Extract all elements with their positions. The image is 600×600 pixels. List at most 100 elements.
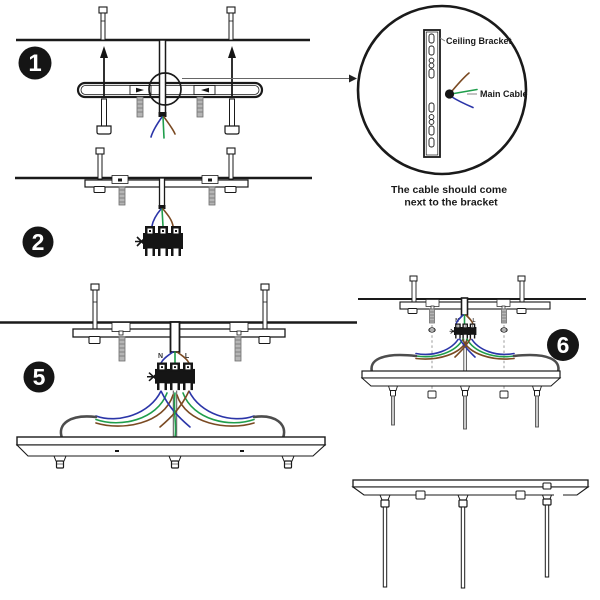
bracket-leader-line [439, 37, 446, 42]
threaded-stud [118, 336, 126, 362]
cord-grip [387, 385, 399, 397]
threaded-stud [196, 96, 204, 118]
terminal-block [449, 323, 477, 340]
keyhole-slot [111, 322, 131, 332]
cord-grip [459, 385, 471, 397]
wire-green [162, 116, 165, 139]
magnifier-circle [356, 4, 528, 176]
step-badge-6: 6 [547, 329, 579, 361]
wire-blue [455, 314, 464, 325]
pendant-cable [460, 506, 466, 589]
ceiling-anchor-screw [226, 6, 236, 41]
canopy-underside [351, 486, 590, 496]
step-5-diagram: N L [0, 283, 357, 469]
cord-grip [168, 455, 182, 469]
step-number: 6 [557, 332, 570, 358]
step-badge-5: 5 [23, 361, 55, 393]
canopy-bar [15, 436, 327, 469]
step-2-diagram [15, 147, 312, 258]
threaded-stud [501, 308, 507, 324]
step-1-diagram [16, 6, 310, 139]
anchor-nut [224, 185, 237, 194]
finished-canopy-figure [351, 479, 590, 589]
wire-blue [150, 116, 163, 138]
wire-brown [176, 351, 190, 364]
caption-line-1: The cable should come [391, 184, 507, 196]
main-cable [150, 39, 176, 139]
main-cable-detail [444, 72, 478, 109]
step-badge-2: 2 [22, 226, 54, 258]
cable-housing [460, 297, 469, 316]
keyhole-slot [229, 322, 249, 332]
threaded-stud [234, 336, 242, 362]
wire-brown [163, 116, 176, 135]
main-cable-label: Main Cable [480, 89, 528, 99]
cord-grip [541, 482, 553, 578]
lock-nut [500, 327, 508, 333]
cord-grip [379, 494, 391, 588]
neutral-label: N [158, 353, 163, 360]
step-badge-1: 1 [18, 46, 52, 80]
canopy-bar [360, 370, 562, 397]
threaded-stud [118, 186, 126, 206]
wire-bundle-sleeve [512, 353, 560, 374]
detail-callout: Ceiling Bracket Main Cable The cable sho… [182, 4, 528, 209]
anchor-nut [258, 335, 271, 345]
keyhole-slot [425, 299, 440, 307]
step-number: 2 [32, 229, 45, 255]
wire-fan [95, 390, 255, 438]
wire-brown [451, 72, 470, 92]
ceiling-anchor-screw [98, 6, 108, 41]
mounting-bracket-bar [76, 81, 264, 99]
anchor-nut [407, 308, 418, 314]
ceiling-anchor-screw [226, 147, 236, 180]
caption-line-2: next to the bracket [404, 197, 498, 209]
wire-blue [160, 351, 174, 364]
screw-cap [515, 490, 526, 500]
step-number: 5 [33, 364, 46, 390]
threaded-stud [136, 96, 144, 118]
pendant-cable [391, 395, 395, 426]
keyhole-slot [496, 299, 511, 307]
up-arrow [228, 46, 236, 97]
screw-cap [427, 390, 437, 399]
lock-nut [428, 327, 436, 333]
step-number: 1 [28, 50, 41, 77]
cable-housing [169, 321, 181, 353]
threaded-stud [208, 186, 216, 206]
live-label: L [185, 353, 190, 360]
anchor-nut [93, 185, 106, 194]
mounted-bracket-bar [84, 179, 249, 188]
wire-bundle-sleeve [370, 353, 418, 374]
wire-green [453, 88, 478, 95]
wire-green [161, 208, 164, 227]
wire-bundle-sleeve [59, 415, 98, 440]
mounted-bracket-bar [399, 301, 551, 310]
main-cable [151, 177, 174, 227]
screw-cap [415, 490, 426, 500]
pendant-cable [544, 504, 550, 578]
bar-break-gap [554, 491, 563, 497]
canopy-bar [352, 479, 589, 488]
cable-end [444, 89, 455, 99]
cord-grip [53, 455, 67, 469]
ceiling-bracket-label: Ceiling Bracket [446, 36, 512, 46]
ceiling-bracket-profile [423, 29, 441, 158]
wire-blue [451, 96, 474, 109]
step-6-diagram: N L [358, 275, 586, 430]
mounting-screw [96, 98, 112, 135]
ceiling-anchor-screw [95, 147, 105, 180]
live-label: L [472, 318, 475, 324]
anchor-nut [516, 308, 527, 314]
mounting-screw [224, 98, 240, 135]
screw-cap [499, 390, 509, 399]
wire-brown [162, 208, 174, 227]
pendant-cable [535, 395, 539, 428]
pendant-cable [382, 506, 388, 588]
detail-highlight-circle [148, 72, 182, 106]
terminal-block [146, 361, 196, 392]
wire-brown [465, 314, 474, 325]
anchor-nut [88, 335, 101, 345]
